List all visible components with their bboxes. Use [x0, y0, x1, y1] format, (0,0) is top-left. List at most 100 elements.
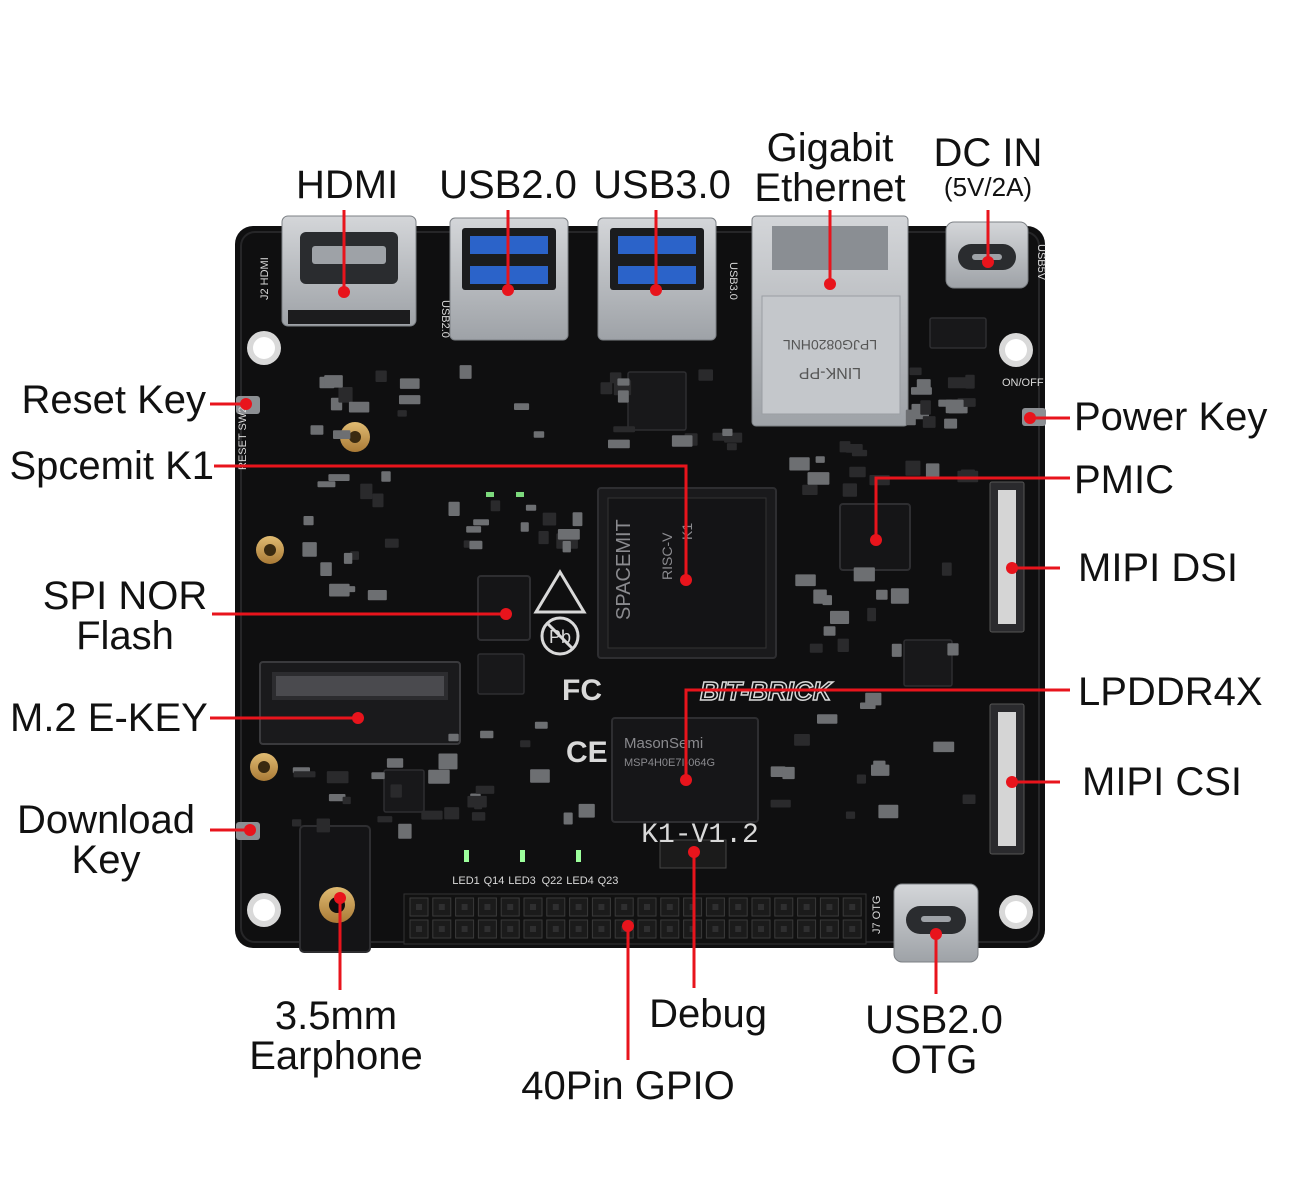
passive-part [390, 784, 402, 798]
passive-part [438, 753, 458, 770]
usb-otg-connector [893, 883, 979, 963]
audio-jack [299, 825, 371, 953]
ram-part: MSP4H0E7I-064G [624, 757, 715, 769]
label-download-key: Download Key [6, 800, 206, 880]
passive-part [722, 428, 733, 436]
mipi-dsi-connector [989, 481, 1025, 633]
label-dcin-rating: (5V/2A) [943, 172, 1033, 202]
leader-dot-usb3 [650, 284, 662, 296]
silk-reset: RESET SW2 [237, 407, 249, 470]
silk-led-label: Q23 [598, 875, 619, 887]
passive-part [823, 626, 836, 636]
leader-line-pmic [874, 476, 1070, 540]
leader-dot-gpio [622, 920, 634, 932]
ram-brand: MasonSemi [624, 735, 703, 752]
label-usb-otg-1: USB2.0 [865, 998, 1003, 1042]
passive-part [542, 512, 557, 526]
gpio-pin-core [461, 926, 468, 932]
passive-part [845, 811, 856, 819]
passive-part [920, 400, 931, 415]
passive-part [469, 540, 483, 550]
gpio-header [403, 893, 867, 945]
esd-mark [533, 569, 587, 614]
label-debug: Debug [649, 992, 767, 1036]
leader-dot-download-key [244, 824, 256, 836]
gpio-pin-core [644, 926, 650, 932]
passive-part [947, 643, 959, 656]
gpio-pin-core [575, 926, 582, 932]
silk-usb3: USB3.0 [727, 262, 739, 300]
passive-part [770, 799, 791, 808]
leader-dot-lpddr4x [680, 774, 692, 786]
gpio-pin-core [416, 926, 422, 932]
gpio-pin-core [530, 926, 536, 932]
passive-part [839, 441, 851, 453]
passive-part [909, 367, 922, 376]
passive-part [965, 374, 975, 389]
passive-part [490, 500, 501, 512]
gpio-pin-core [598, 926, 605, 932]
gpio-pin-core [735, 926, 742, 932]
passive-part [367, 590, 387, 601]
passive-part [397, 410, 407, 417]
label-spi-nor-flash: SPI NOR Flash [40, 576, 210, 656]
passive-part [770, 766, 786, 777]
passive-part [310, 425, 324, 435]
gpio-pin-core [552, 904, 559, 910]
passive-part [916, 379, 931, 392]
label-reset-key: Reset Key [21, 378, 206, 422]
passive-part [328, 794, 346, 802]
passive-part [534, 721, 548, 729]
passive-part [338, 387, 353, 403]
passive-part [849, 466, 866, 478]
passive-part [572, 512, 583, 527]
passive-part [384, 538, 399, 548]
leader-dot-ethernet [824, 278, 836, 290]
leader-dot-mipi-dsi [1006, 562, 1018, 574]
gpio-pin-core [735, 904, 742, 910]
gpio-pin-core [621, 904, 628, 910]
label-gigabit: Gigabit [766, 126, 894, 170]
passive-part [608, 439, 630, 449]
label-spacemit-k1: Spcemit K1 [9, 444, 214, 488]
passive-part [381, 471, 391, 482]
passive-part [377, 816, 393, 823]
passive-part [794, 734, 810, 746]
label-m2-ekey: M.2 E-KEY [10, 696, 208, 740]
gpio-pin-core [826, 904, 833, 910]
passive-part [562, 541, 571, 553]
passive-part [873, 760, 886, 769]
passive-part [941, 562, 952, 576]
passive-part [533, 431, 545, 438]
leader-lines [210, 210, 1070, 1060]
passive-part [925, 463, 940, 477]
passive-part [876, 589, 888, 600]
eth-part: LPJG0820HNL [783, 337, 877, 353]
passive-part [428, 769, 450, 784]
passive-part [538, 531, 549, 545]
passive-part [342, 796, 351, 805]
silk-otg: J7 OTG [871, 895, 883, 934]
passive-part [514, 403, 530, 410]
label-earphone: 3.5mm Earphone [240, 996, 432, 1076]
leader-dots [240, 256, 1036, 940]
gpio-pin-core [758, 926, 764, 932]
leader-dot-usb2 [502, 284, 514, 296]
passive-part [333, 430, 351, 439]
label-gpio: 40Pin GPIO [521, 1064, 735, 1108]
passive-part [530, 769, 550, 783]
passive-part [933, 741, 955, 753]
gpio-pin-core [484, 926, 491, 932]
leader-dot-earphone [334, 892, 346, 904]
gpio-pin-core [575, 904, 582, 910]
gpio-pin-core [780, 926, 787, 932]
gpio-pin-core [803, 904, 810, 910]
gpio-pin-core [552, 926, 559, 932]
gpio-pin-core [507, 926, 514, 932]
silk-led-label: Q14 [484, 875, 505, 887]
gpio-pin-core [530, 904, 536, 910]
label-dcin: DC IN (5V/2A) [932, 133, 1044, 201]
leader-dot-power-key [1024, 412, 1036, 424]
passive-part [671, 435, 693, 447]
leader-line-lpddr4x [684, 688, 1070, 780]
